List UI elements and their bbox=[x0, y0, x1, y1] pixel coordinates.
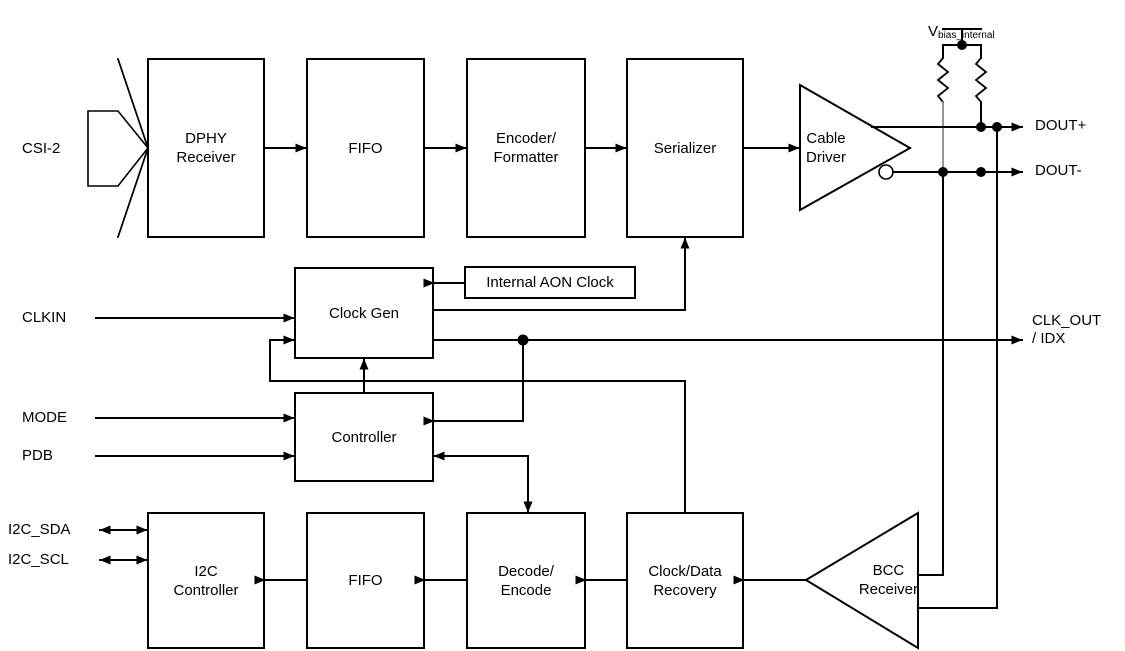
block-controller bbox=[294, 392, 434, 482]
block-clock-data-recovery bbox=[626, 512, 744, 649]
block-encoder-formatter bbox=[466, 58, 586, 238]
label-csi-2: CSI-2 bbox=[22, 140, 61, 157]
csi2-bus-arrow bbox=[87, 57, 150, 239]
net-clockgen-clkout bbox=[423, 334, 1023, 426]
label-fifo-rx: FIFO bbox=[348, 572, 383, 589]
label-decode-encode: Decode/ Encode bbox=[498, 562, 554, 599]
label-i2c-controller: I2C Controller bbox=[173, 562, 239, 599]
label-i2c-sda: I2C_SDA bbox=[8, 521, 71, 538]
vbias-subscript: bias_internal bbox=[938, 30, 995, 41]
label-clock-gen: Clock Gen bbox=[328, 304, 400, 322]
label-clkin: CLKIN bbox=[22, 309, 67, 326]
dout-output-net bbox=[871, 122, 1023, 609]
label-i2c-scl: I2C_SCL bbox=[8, 551, 69, 568]
label-vbias-internal: Vbias_internal bbox=[928, 5, 995, 45]
block-fifo-tx bbox=[306, 58, 425, 238]
resistor-r2 bbox=[974, 56, 988, 104]
net-controller-to-decode bbox=[433, 451, 533, 513]
vbias-supply-net bbox=[936, 28, 988, 173]
block-fifo-rx bbox=[306, 512, 425, 649]
label-pdb: PDB bbox=[22, 447, 53, 464]
label-dphy-receiver: DPHY Receiver bbox=[176, 130, 236, 166]
label-fifo-tx: FIFO bbox=[348, 139, 383, 157]
block-dphy-receiver bbox=[147, 58, 265, 238]
block-i2c-controller bbox=[147, 512, 265, 649]
net-clockgen-to-serializer bbox=[432, 237, 690, 311]
vbias-main: V bbox=[928, 23, 939, 40]
label-controller: Controller bbox=[331, 428, 397, 446]
block-clock-gen bbox=[294, 267, 434, 359]
triangle-bcc-receiver bbox=[804, 511, 919, 650]
label-internal-aon-clock: Internal AON Clock bbox=[486, 274, 614, 291]
triangle-cable-driver bbox=[799, 83, 913, 212]
label-dout-minus: DOUT- bbox=[1035, 162, 1082, 179]
label-encoder-formatter: Encoder/ Formatter bbox=[493, 130, 559, 166]
label-clock-data-recovery: Clock/Data Recovery bbox=[648, 562, 722, 599]
label-dout-plus: DOUT+ bbox=[1035, 117, 1087, 134]
label-serializer: Serializer bbox=[653, 139, 717, 157]
label-bcc-receiver: BCC Receiver bbox=[858, 562, 918, 598]
label-cable-driver: Cable Driver bbox=[806, 130, 846, 166]
label-mode: MODE bbox=[22, 409, 67, 426]
block-internal-aon-clock bbox=[464, 266, 636, 299]
label-clk-out-idx: CLK_OUT / IDX bbox=[1032, 312, 1102, 347]
resistor-r1 bbox=[936, 56, 950, 104]
net-cdr-to-clockgen-feedback bbox=[269, 335, 686, 514]
